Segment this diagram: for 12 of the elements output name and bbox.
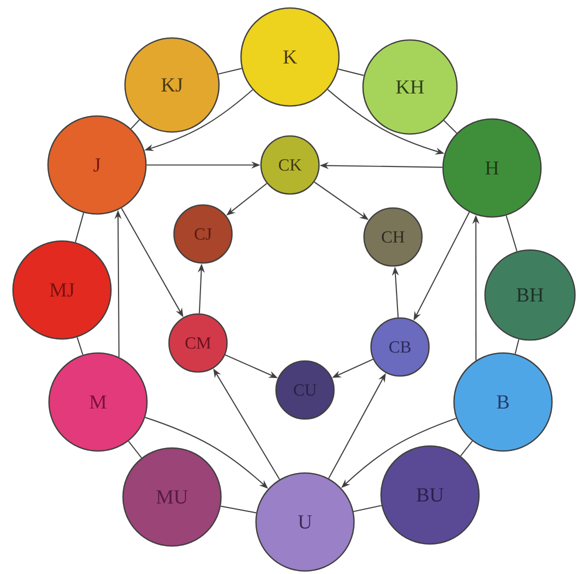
connector-line	[460, 440, 473, 456]
connector-line	[506, 215, 518, 252]
connector-line	[76, 337, 84, 355]
connector-line	[128, 440, 142, 458]
connector-line	[338, 68, 364, 76]
connector-line	[444, 120, 458, 134]
connector-line	[220, 506, 256, 514]
connector-line	[130, 119, 140, 130]
connector-line	[218, 68, 242, 75]
connector-line	[353, 504, 382, 512]
connector-line	[74, 212, 84, 242]
connector-line	[514, 339, 520, 354]
